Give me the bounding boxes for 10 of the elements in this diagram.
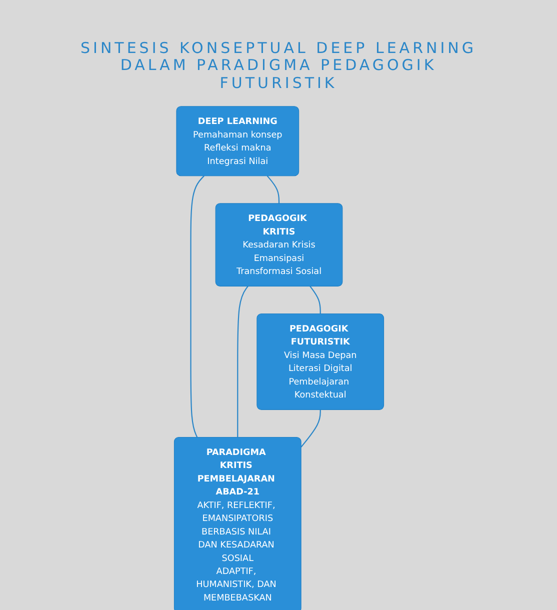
node-box: PEDAGOGIK FUTURISTIK Visi Masa Depan Literasi Digital Pembelajaran Konstektual <box>256 313 384 410</box>
node-box: PEDAGOGIK KRITIS Kesadaran Krisis Emansipasi Transformasi Sosial <box>214 202 342 286</box>
node-box: PARADIGMA KRITIS PEMBELAJARAN ABAD-21 AKTIF, REFLEKTIF, EMANSIPATORIS BERBASIS NILAI DAN KESADARAN SOSIAL ADAPTIF, HUMANISTIK, DAN MEMBEBASKAN <box>173 436 301 610</box>
connector <box>309 286 320 314</box>
connector <box>266 175 280 204</box>
node-box: DEEP LEARNING Pemahaman konsep Refleksi makna Integrasi Nilai <box>176 106 299 176</box>
connector <box>300 409 320 448</box>
title: SINTESIS KONSEPTUAL DEEP LEARNING DALAM PARADIGMA PEDAGOGIK FUTURISTIK <box>80 40 478 92</box>
connector <box>236 286 248 437</box>
connector <box>190 175 204 438</box>
